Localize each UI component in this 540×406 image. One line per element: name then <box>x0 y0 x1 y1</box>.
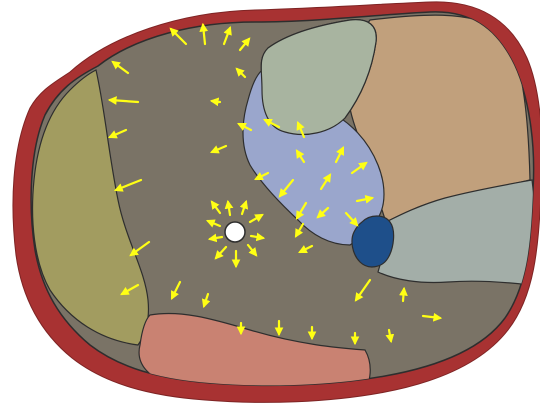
arrow-icon <box>403 289 404 301</box>
point-source-icon <box>225 222 245 242</box>
arrow-icon <box>212 101 220 102</box>
